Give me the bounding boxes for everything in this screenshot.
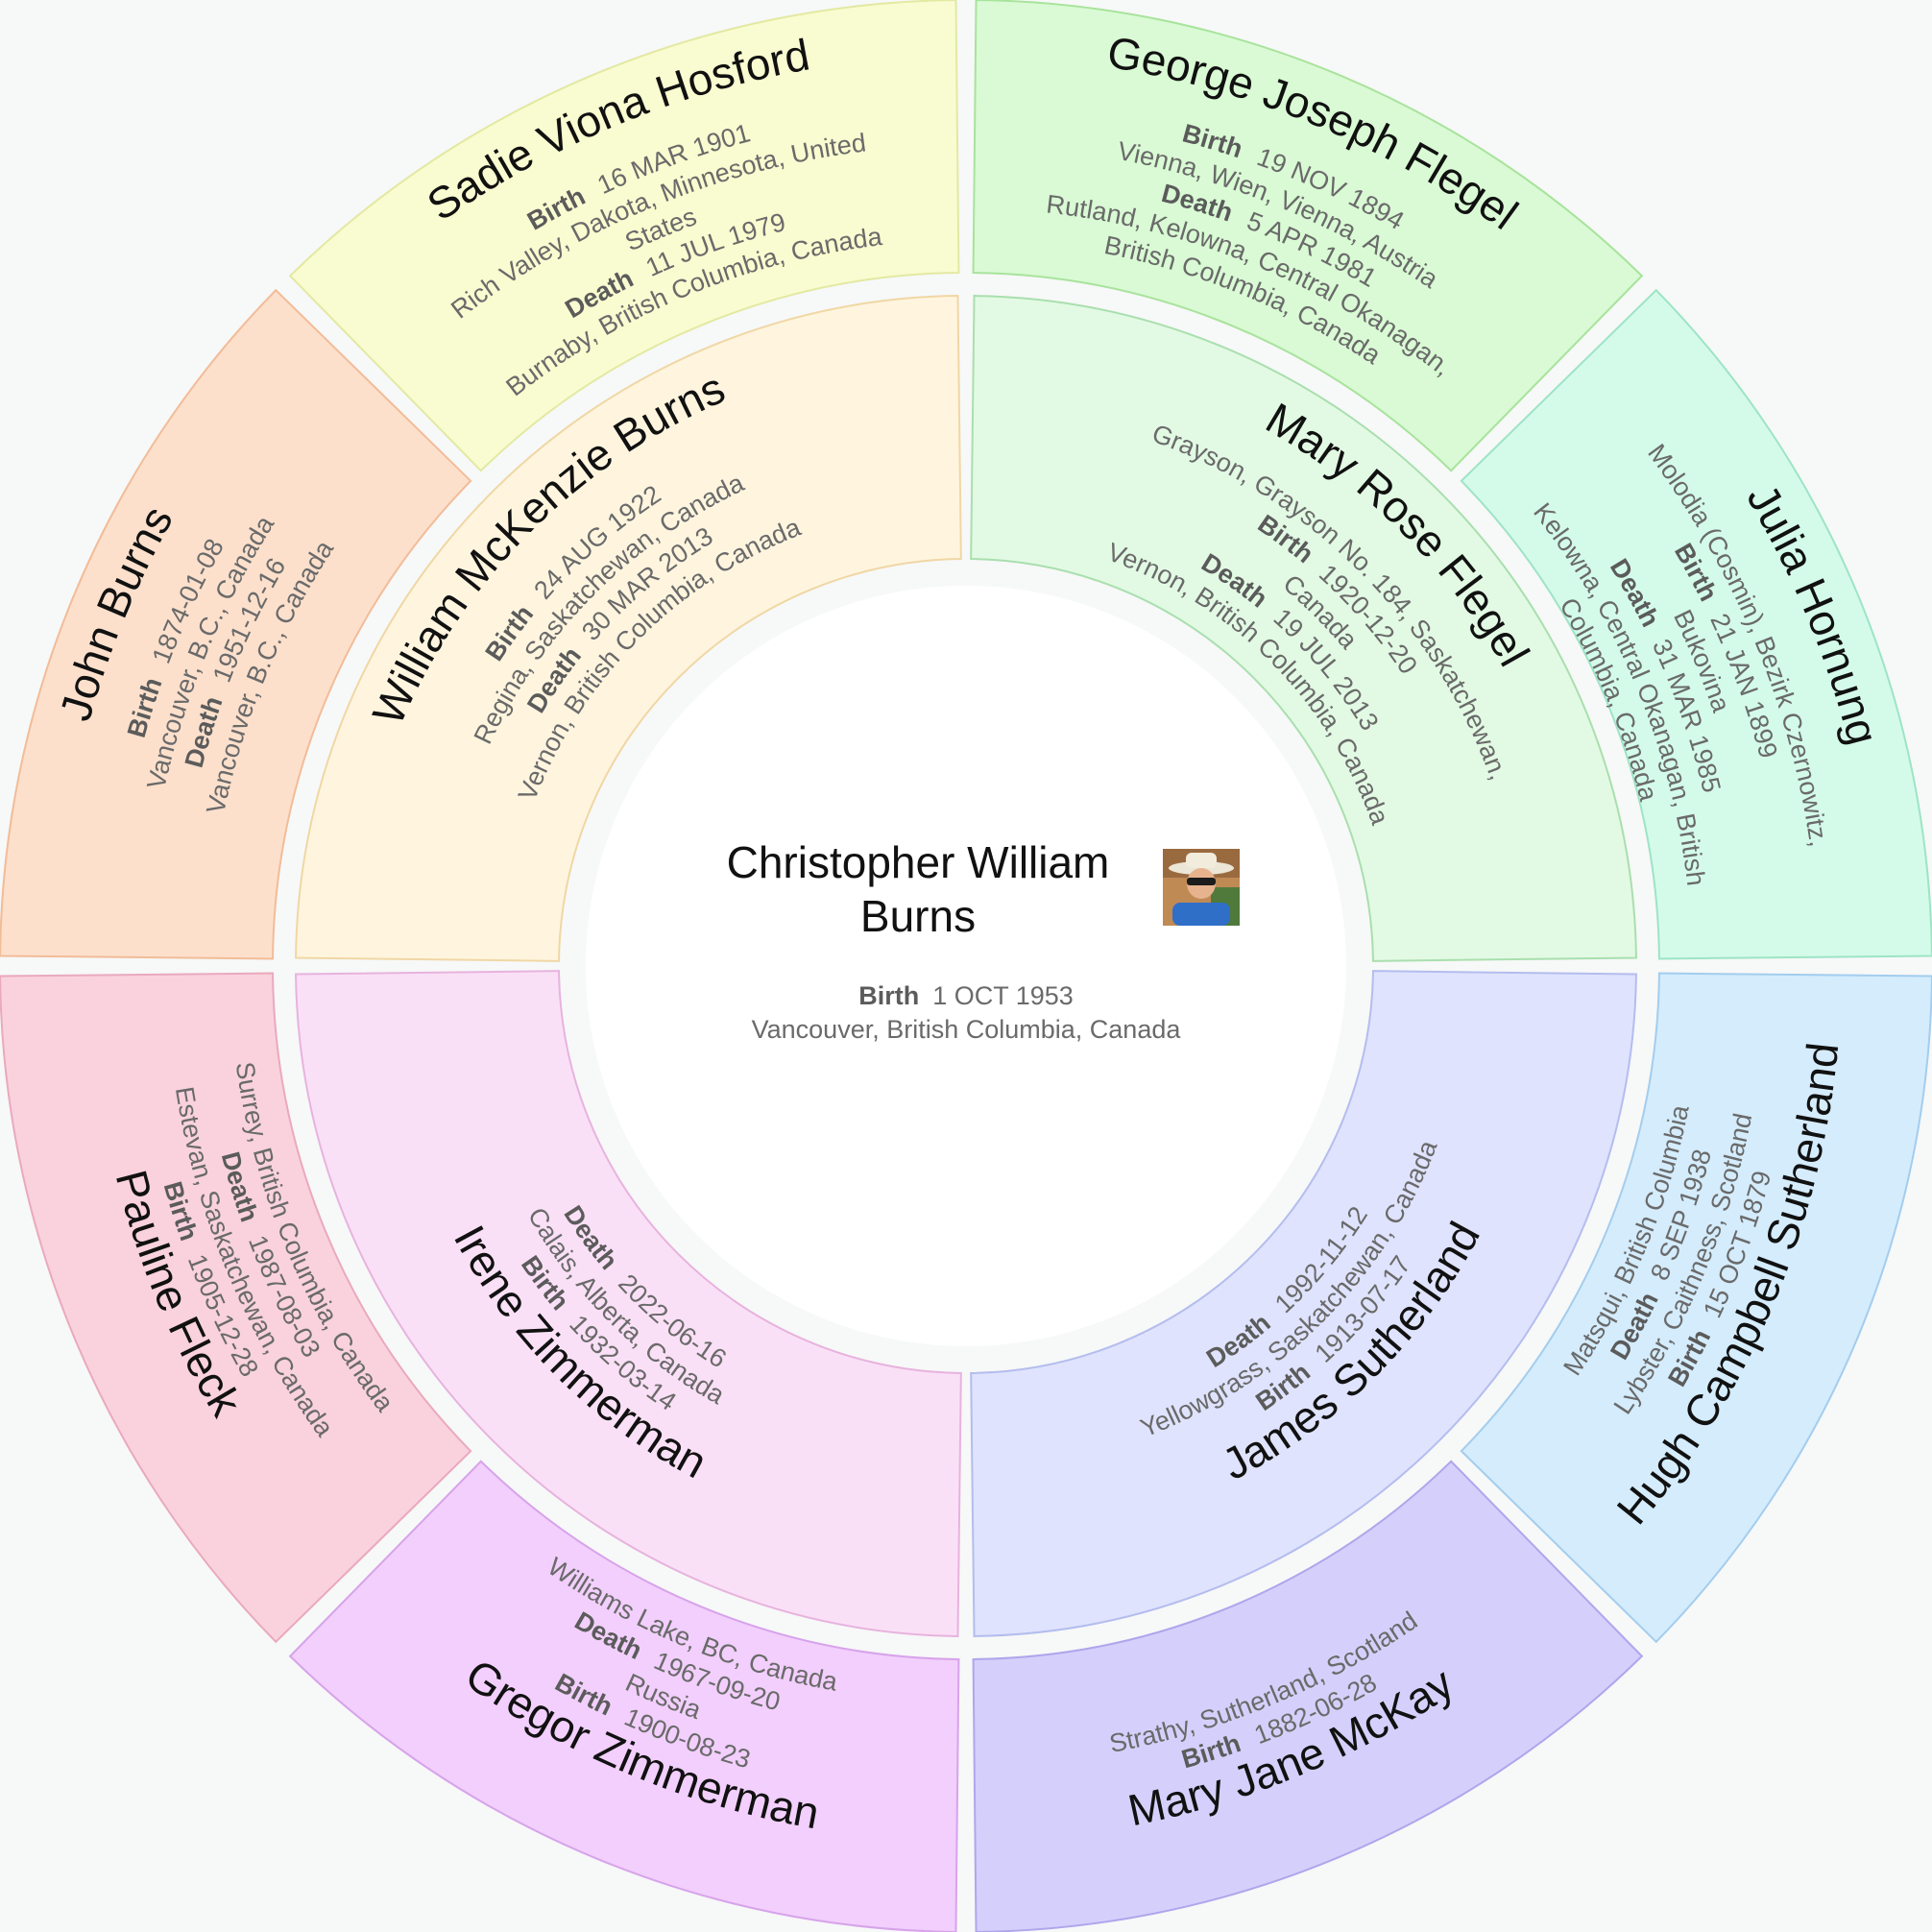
photo-portrait (1163, 849, 1240, 926)
segment-hugh-campbell-sutherland[interactable] (1460, 972, 1932, 1644)
segment-william-mckenzie-burns[interactable] (295, 295, 962, 962)
segment-pauline-fleck[interactable] (0, 972, 472, 1644)
person-photo-icon[interactable] (1163, 849, 1240, 926)
root-birth-place: Vancouver, British Columbia, Canada (751, 1015, 1181, 1044)
root-birth-date: 1 OCT 1953 (932, 981, 1074, 1010)
segment-irene-zimmerman[interactable] (295, 970, 962, 1637)
segment-sadie-viona-hosford[interactable] (288, 0, 960, 472)
segment-john-burns[interactable] (0, 288, 472, 960)
segment-george-joseph-flegel[interactable] (972, 0, 1644, 472)
root-birth-label: Birth (858, 981, 920, 1010)
segment-mary-rose-flegel[interactable] (970, 295, 1637, 962)
root-name: Christopher William Burns (726, 837, 1110, 941)
root-person[interactable]: Christopher William Burns Birth 1 OCT 195… (615, 835, 1317, 1095)
root-disc (586, 586, 1346, 1346)
segment-james-sutherland[interactable] (970, 970, 1637, 1637)
segment-gregor-zimmerman[interactable] (288, 1460, 960, 1932)
